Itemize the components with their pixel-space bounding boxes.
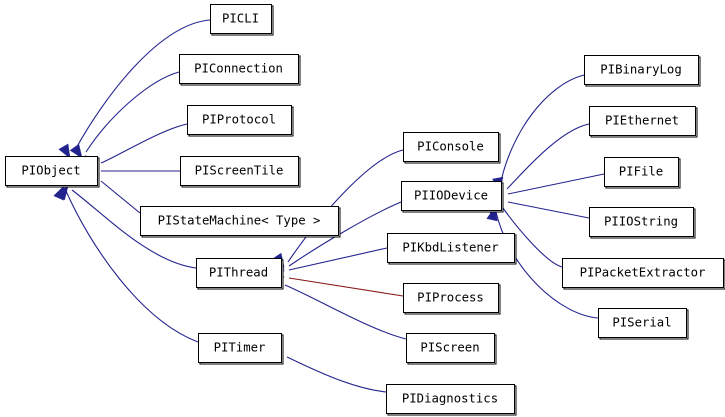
- edge-picli-to-piobject: [58, 19, 211, 159]
- node-rect[interactable]: [604, 157, 679, 187]
- node-rect[interactable]: [406, 333, 495, 363]
- node-label: PIDiagnostics: [402, 392, 498, 406]
- node-label: PITimer: [214, 341, 266, 355]
- class-node-pikbdlistener[interactable]: PIKbdListener: [387, 233, 517, 265]
- node-label: PIProtocol: [202, 113, 276, 127]
- class-node-piserial[interactable]: PISerial: [598, 308, 689, 340]
- node-rect[interactable]: [584, 55, 699, 85]
- node-label: PIScreenTile: [195, 164, 284, 178]
- class-node-piscreen[interactable]: PIScreen: [406, 333, 497, 365]
- edge-line: [495, 211, 599, 319]
- class-node-piconsole[interactable]: PIConsole: [403, 132, 501, 164]
- node-rect[interactable]: [562, 258, 724, 288]
- node-layer: PIObject PICLI PIConnectionPIProtocolPIScr…: [5, 4, 725, 416]
- class-node-piethernet[interactable]: PIEthernet: [589, 106, 698, 138]
- node-rect[interactable]: [180, 156, 299, 186]
- node-label: PIStateMachine< Type >: [158, 214, 321, 228]
- node-rect[interactable]: [403, 132, 499, 162]
- node-rect[interactable]: [387, 233, 515, 263]
- edge-piconnection-to-piobject: [69, 71, 180, 159]
- edge-pitimer-to-piobject: [53, 185, 199, 343]
- node-rect[interactable]: [589, 106, 696, 136]
- node-label: PICLI: [222, 12, 259, 26]
- node-rect[interactable]: [403, 283, 499, 313]
- class-node-pibinarylog[interactable]: PIBinaryLog: [584, 55, 701, 87]
- arrowhead-icon: [53, 185, 65, 201]
- class-node-piiodevice[interactable]: PIIODevice: [401, 181, 504, 213]
- edge-line: [507, 201, 590, 219]
- edge-piscreen-to-pithread: [266, 272, 407, 340]
- node-rect[interactable]: [210, 4, 272, 34]
- node-rect[interactable]: [140, 206, 339, 236]
- node-label: PIConnection: [194, 62, 283, 76]
- class-node-piscreentile[interactable]: PIScreenTile: [180, 156, 301, 188]
- edge-line: [499, 74, 585, 187]
- node-rect[interactable]: [386, 384, 515, 414]
- class-node-pifile[interactable]: PIFile: [604, 157, 681, 189]
- class-node-pistatemachine[interactable]: PIStateMachine< Type >: [140, 206, 341, 238]
- edge-line: [287, 149, 404, 263]
- node-label: PIThread: [209, 266, 268, 280]
- edge-pidiagnostics-to-pitimer: [268, 344, 387, 393]
- node-label: PIConsole: [417, 140, 484, 154]
- edge-line: [502, 207, 563, 268]
- node-rect[interactable]: [187, 105, 292, 135]
- node-rect[interactable]: [196, 258, 282, 288]
- edge-line: [100, 123, 188, 164]
- node-rect[interactable]: [598, 308, 687, 338]
- node-label: PIObject: [21, 164, 80, 178]
- node-label: PIScreen: [420, 341, 479, 355]
- node-rect[interactable]: [589, 207, 694, 237]
- edge-line: [73, 19, 211, 153]
- class-node-pipacketextractor[interactable]: PIPacketExtractor: [562, 258, 725, 290]
- arrowhead-icon: [58, 143, 71, 159]
- class-node-piconnection[interactable]: PIConnection: [179, 54, 301, 86]
- node-rect[interactable]: [5, 156, 98, 186]
- edge-pikbdlistener-to-pithread: [269, 247, 388, 274]
- edge-line: [85, 71, 180, 153]
- edge-line: [65, 190, 199, 343]
- node-rect[interactable]: [179, 54, 299, 84]
- arrowhead-icon: [69, 143, 83, 159]
- edge-pifile-to-piiodevice: [488, 173, 605, 198]
- edge-line: [506, 123, 590, 190]
- edge-line: [288, 247, 388, 271]
- node-rect[interactable]: [401, 181, 502, 211]
- edge-line: [288, 277, 404, 297]
- edge-line: [286, 356, 387, 393]
- node-label: PIKbdListener: [402, 241, 498, 255]
- edge-piethernet-to-piiodevice: [489, 123, 590, 193]
- edge-line: [507, 173, 605, 195]
- class-node-piiostring[interactable]: PIIOString: [589, 207, 696, 239]
- node-label: PISerial: [612, 316, 671, 330]
- class-node-piprotocol[interactable]: PIProtocol: [187, 105, 294, 137]
- edge-line: [284, 284, 407, 340]
- class-node-pitimer[interactable]: PITimer: [198, 333, 284, 365]
- class-node-pidiagnostics[interactable]: PIDiagnostics: [386, 384, 517, 416]
- edge-piprocess-to-pithread: [269, 269, 404, 297]
- node-label: PIBinaryLog: [600, 63, 681, 77]
- node-label: PIEthernet: [605, 114, 679, 128]
- edge-line: [288, 201, 402, 267]
- edge-line: [100, 180, 141, 214]
- class-node-pithread[interactable]: PIThread: [196, 258, 284, 290]
- class-node-piobject[interactable]: PIObject: [5, 156, 100, 188]
- class-node-piprocess[interactable]: PIProcess: [403, 283, 501, 315]
- node-label: PIIODevice: [414, 189, 488, 203]
- node-label: PIFile: [619, 165, 663, 179]
- edge-piiostring-to-piiodevice: [488, 192, 590, 219]
- edge-line: [71, 189, 197, 269]
- node-label: PIPacketExtractor: [580, 266, 706, 280]
- edge-pibinarylog-to-piiodevice: [492, 74, 585, 192]
- class-node-picli[interactable]: PICLI: [210, 4, 274, 36]
- node-label: PIIOString: [604, 215, 678, 229]
- node-label: PIProcess: [417, 291, 484, 305]
- node-rect[interactable]: [198, 333, 282, 363]
